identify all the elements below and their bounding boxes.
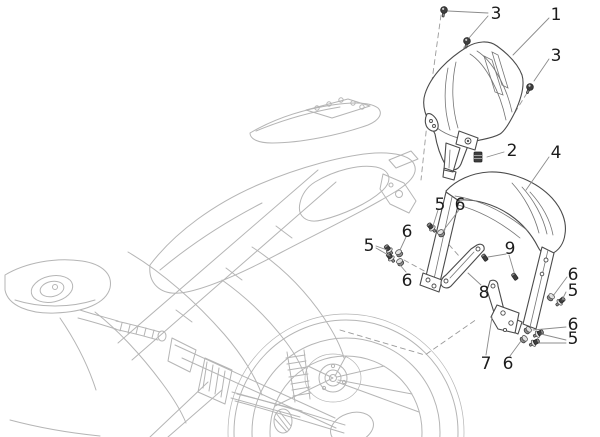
leader-lines (375, 10, 568, 357)
callout-7-label: 7 (481, 354, 492, 374)
fuel-tank (4, 259, 111, 314)
shock-spring (285, 349, 312, 403)
part-4-right-leg (522, 246, 555, 330)
callout-5a-label: 5 (435, 195, 446, 215)
callout-labels: 1 3 3 2 4 5 6 6 5 6 9 8 6 5 6 5 7 6 (364, 4, 579, 374)
seat (149, 152, 416, 294)
leader-5b (375, 245, 391, 257)
hatched-mount (273, 408, 293, 434)
leader-1 (512, 17, 550, 56)
screw-3b (463, 37, 471, 49)
leader-9 (487, 253, 515, 273)
leader-5d (538, 333, 567, 344)
callout-4-label: 4 (551, 143, 562, 163)
seat-bump (159, 165, 390, 271)
chain (234, 393, 346, 434)
axis-bracket-7 (339, 318, 478, 356)
callout-6e-label: 6 (568, 315, 579, 335)
callout-8-label: 8 (479, 283, 490, 303)
leader-6e (532, 326, 567, 331)
leader-5c (561, 291, 567, 301)
part-1-tail-cover (423, 41, 524, 181)
handle-grip (77, 309, 161, 341)
callout-6f-label: 6 (503, 354, 514, 374)
callout-5c-label: 5 (568, 281, 579, 301)
hanger-bracket (379, 150, 419, 214)
callout-6b-label: 6 (402, 222, 413, 242)
leader-4 (525, 156, 550, 191)
leader-3-right (533, 58, 550, 82)
callout-6a-label: 6 (455, 195, 466, 215)
callout-6d-label: 6 (568, 265, 579, 285)
part-4-left-foot (419, 272, 443, 293)
callout-6c-label: 6 (402, 271, 413, 291)
callout-1-label: 1 (551, 5, 562, 25)
leader-5a (432, 209, 439, 227)
leader-6c (399, 264, 407, 273)
sprocket (330, 411, 374, 437)
screw-5a (426, 222, 437, 233)
leader-6a (442, 209, 460, 232)
lower-frame (9, 317, 223, 437)
rivet-9b (511, 272, 519, 281)
callout-5d-label: 5 (568, 329, 579, 349)
screw-3c (525, 83, 534, 94)
rear-rim (269, 355, 423, 437)
spokes (274, 355, 420, 413)
washer-6a (437, 229, 446, 238)
screw-5d (555, 296, 566, 307)
fasteners (383, 6, 566, 347)
rear-tire (227, 313, 465, 437)
tail-bodywork (94, 246, 345, 424)
leader-3-top (447, 10, 489, 39)
fuel-cap (30, 275, 74, 303)
leader-6d (552, 276, 568, 297)
callout-5b-label: 5 (364, 236, 375, 256)
screw-3a (440, 6, 448, 18)
part-8-brace (440, 243, 485, 289)
rivet-9a (481, 253, 489, 262)
leader-8 (467, 272, 482, 286)
washer-6e (523, 326, 532, 335)
washer-6d (546, 293, 555, 302)
callout-3b-label: 3 (551, 46, 562, 66)
screw-5c (385, 252, 396, 263)
washer-6f (519, 335, 528, 344)
washer-6c (396, 258, 405, 267)
leader-6b (399, 236, 407, 251)
washer-6b (395, 249, 404, 258)
callout-9-label: 9 (505, 239, 516, 259)
screw-5f (528, 338, 540, 347)
frame-rails (117, 169, 337, 361)
leader-7 (485, 316, 493, 356)
footpeg-bracket (197, 357, 303, 418)
leader-6f (509, 340, 522, 357)
brake-disc (304, 353, 362, 403)
clip-nut-2 (473, 151, 483, 163)
axis-washers-left (403, 259, 429, 274)
callout-2-label: 2 (507, 141, 518, 161)
leader-2 (486, 151, 505, 158)
rack-plate (305, 98, 371, 119)
part-1-tail-strip (442, 142, 461, 181)
motorcycle-line-art (4, 97, 465, 437)
callout-3a-label: 3 (491, 4, 502, 24)
part-7-bracket (486, 279, 520, 334)
swingarm (167, 337, 337, 429)
